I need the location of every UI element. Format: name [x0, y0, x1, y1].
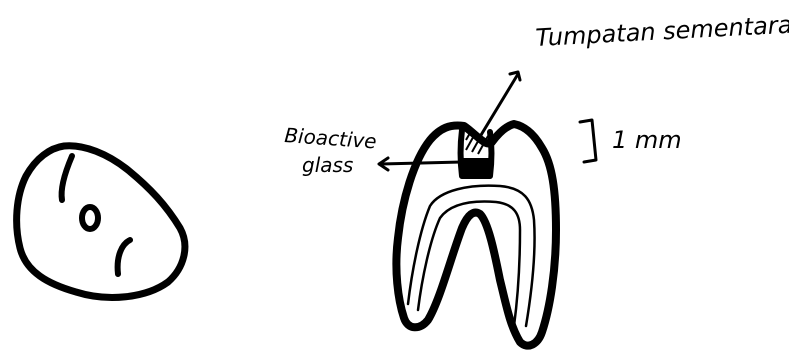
bioactive-glass-layer: [463, 158, 489, 176]
thickness-bracket: [580, 120, 596, 162]
bioactive-glass-label-line2: glass: [302, 153, 353, 177]
occlusal-groove-bottom: [118, 240, 130, 274]
cross-section-tooth: [396, 124, 556, 346]
bioactive-glass-label-line1: Bioactive: [284, 123, 378, 153]
occlusal-cavity-mark: [82, 207, 98, 229]
occlusal-view-tooth: [17, 146, 185, 298]
thickness-label: 1 mm: [612, 126, 682, 154]
occlusal-groove-top: [62, 156, 72, 200]
temporary-filling-label: Tumpatan sementara: [535, 11, 789, 52]
occlusal-outline: [17, 146, 185, 298]
